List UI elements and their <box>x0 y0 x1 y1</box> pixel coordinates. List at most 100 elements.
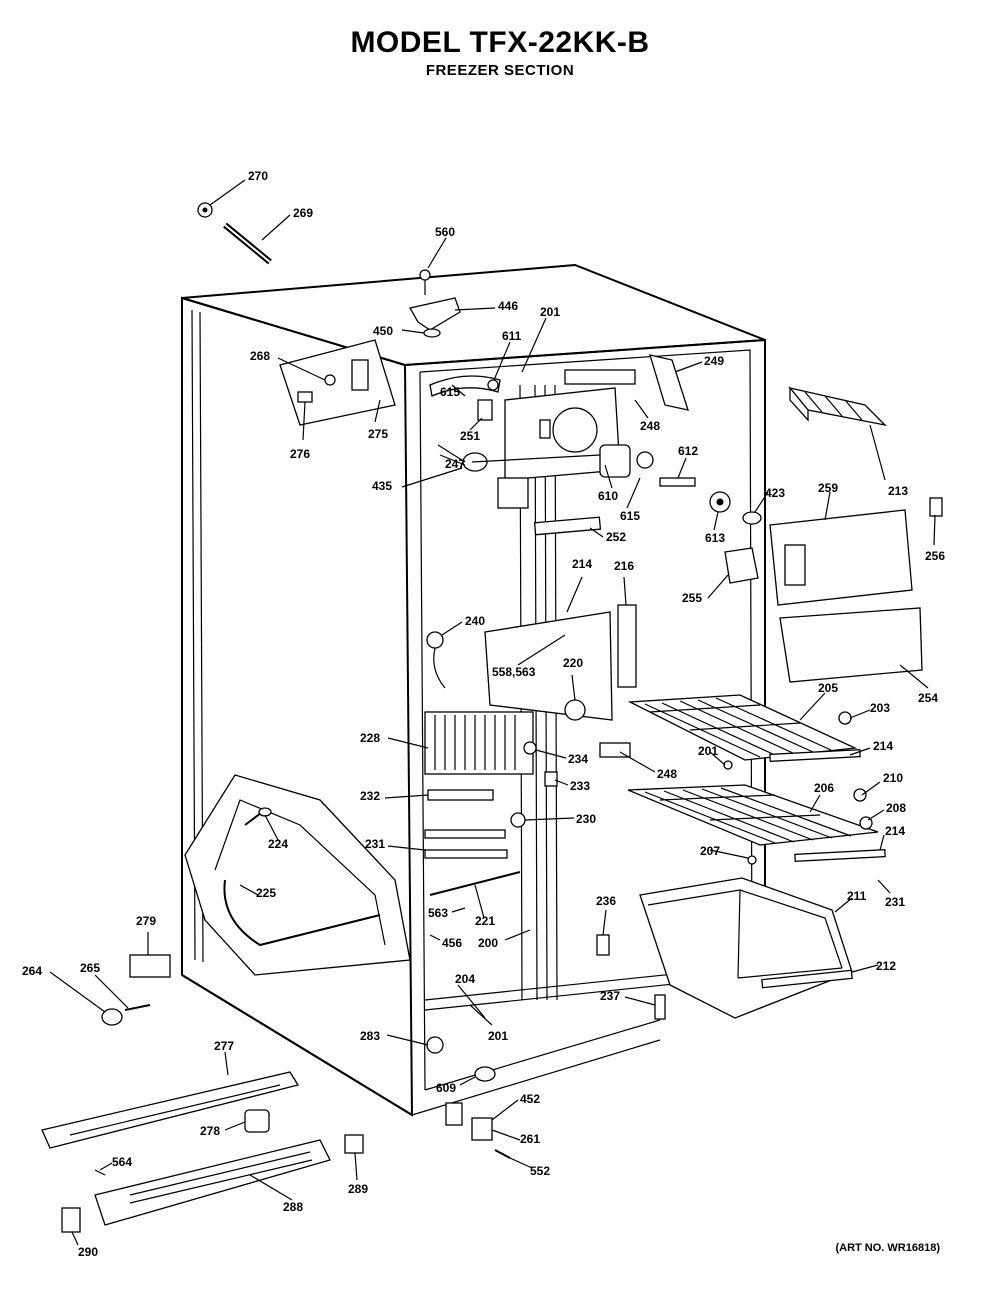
callout-207: 207 <box>700 844 720 858</box>
callout-270: 270 <box>248 169 268 183</box>
callout-210: 210 <box>883 771 903 785</box>
callout-456: 456 <box>442 936 462 950</box>
callout-248-upper: 248 <box>640 419 660 433</box>
callout-275: 275 <box>368 427 388 441</box>
rail-277 <box>41 1071 300 1149</box>
shelf-206 <box>627 784 879 846</box>
callout-290: 290 <box>78 1245 98 1259</box>
shelf-205 <box>627 694 858 761</box>
callout-201-top: 201 <box>540 305 560 319</box>
callout-214-upper: 214 <box>572 557 592 571</box>
callout-211: 211 <box>847 889 867 903</box>
callout-200: 200 <box>478 936 498 950</box>
callout-564: 564 <box>112 1155 132 1169</box>
callout-261: 261 <box>520 1132 540 1146</box>
callout-249: 249 <box>704 354 724 368</box>
callout-237: 237 <box>600 989 620 1003</box>
callout-289: 289 <box>348 1182 368 1196</box>
callout-203: 203 <box>870 701 890 715</box>
callout-234: 234 <box>568 752 588 766</box>
grille-288 <box>94 1139 331 1226</box>
callout-214-lower: 214 <box>885 824 905 838</box>
callout-232: 232 <box>360 789 380 803</box>
cover-255 <box>724 547 759 584</box>
bushing-450 <box>423 328 441 338</box>
callout-240: 240 <box>465 614 485 628</box>
screw-552 <box>494 1149 511 1159</box>
callout-201-bottom: 201 <box>488 1029 508 1043</box>
callout-288: 288 <box>283 1200 303 1214</box>
callout-446: 446 <box>498 299 518 313</box>
callout-255: 255 <box>682 591 702 605</box>
callout-231-left: 231 <box>365 837 385 851</box>
callout-558-563: 558,563 <box>492 665 536 679</box>
callout-552: 552 <box>530 1164 550 1178</box>
callout-256: 256 <box>925 549 945 563</box>
drain-221 <box>429 871 521 896</box>
callout-609: 609 <box>436 1081 456 1095</box>
callout-252: 252 <box>606 530 626 544</box>
screw-265 <box>124 1004 151 1011</box>
fan-blade-613 <box>709 491 731 513</box>
callout-563: 563 <box>428 906 448 920</box>
callout-205: 205 <box>818 681 838 695</box>
callout-452: 452 <box>520 1092 540 1106</box>
callout-269: 269 <box>293 206 313 220</box>
hinge-261 <box>471 1117 493 1141</box>
callout-265: 265 <box>80 961 100 975</box>
callout-610: 610 <box>598 489 618 503</box>
thermostat-268-275 <box>279 339 396 426</box>
screw-564 <box>94 1169 106 1176</box>
hinge-236 <box>596 934 610 956</box>
page-title: MODEL TFX-22KK-B <box>350 26 650 59</box>
callout-615-left: 615 <box>440 385 460 399</box>
clip-289 <box>344 1134 364 1154</box>
callout-268: 268 <box>250 349 270 363</box>
callout-279: 279 <box>136 914 156 928</box>
callout-233: 233 <box>570 779 590 793</box>
callout-276: 276 <box>290 447 310 461</box>
damper-611 <box>429 375 501 397</box>
evaporator-coil-228 <box>424 711 534 775</box>
callout-278: 278 <box>200 1124 220 1138</box>
callout-435: 435 <box>372 479 392 493</box>
callout-423: 423 <box>765 486 785 500</box>
leveler-264 <box>101 1008 123 1026</box>
callout-615-right: 615 <box>620 509 640 523</box>
callout-264: 264 <box>22 964 42 978</box>
hinge-446 <box>408 297 461 331</box>
callout-225: 225 <box>256 886 276 900</box>
callout-236: 236 <box>596 894 616 908</box>
callout-212: 212 <box>876 959 896 973</box>
roller-283 <box>426 1036 444 1054</box>
lamp-423 <box>742 511 762 525</box>
callout-204: 204 <box>455 972 475 986</box>
heater-249 <box>564 354 689 411</box>
callout-612: 612 <box>678 444 698 458</box>
callout-208: 208 <box>886 801 906 815</box>
cord-240 <box>426 631 446 689</box>
clip-609 <box>474 1066 496 1082</box>
duct-214-upper <box>484 611 613 721</box>
hinge-pin-269 <box>223 222 272 265</box>
callout-259: 259 <box>818 481 838 495</box>
bracket-279 <box>129 954 171 978</box>
bracket-290 <box>61 1207 81 1233</box>
callout-220: 220 <box>563 656 583 670</box>
trough-232 <box>427 789 494 801</box>
callout-611: 611 <box>502 329 522 343</box>
callout-216: 216 <box>614 559 634 573</box>
art-number: (ART NO. WR16818) <box>835 1242 940 1254</box>
page-subtitle: FREEZER SECTION <box>425 62 575 79</box>
callout-231-right: 231 <box>885 895 905 909</box>
callout-213: 213 <box>888 484 908 498</box>
control-housing-248 <box>497 387 621 509</box>
callout-228: 228 <box>360 731 380 745</box>
heater-231 <box>424 829 508 859</box>
callout-201-mid: 201 <box>698 744 718 758</box>
fan-motor-247 <box>599 444 654 478</box>
screw-560 <box>419 269 431 295</box>
light-socket-251 <box>477 399 493 421</box>
callout-254: 254 <box>918 691 938 705</box>
